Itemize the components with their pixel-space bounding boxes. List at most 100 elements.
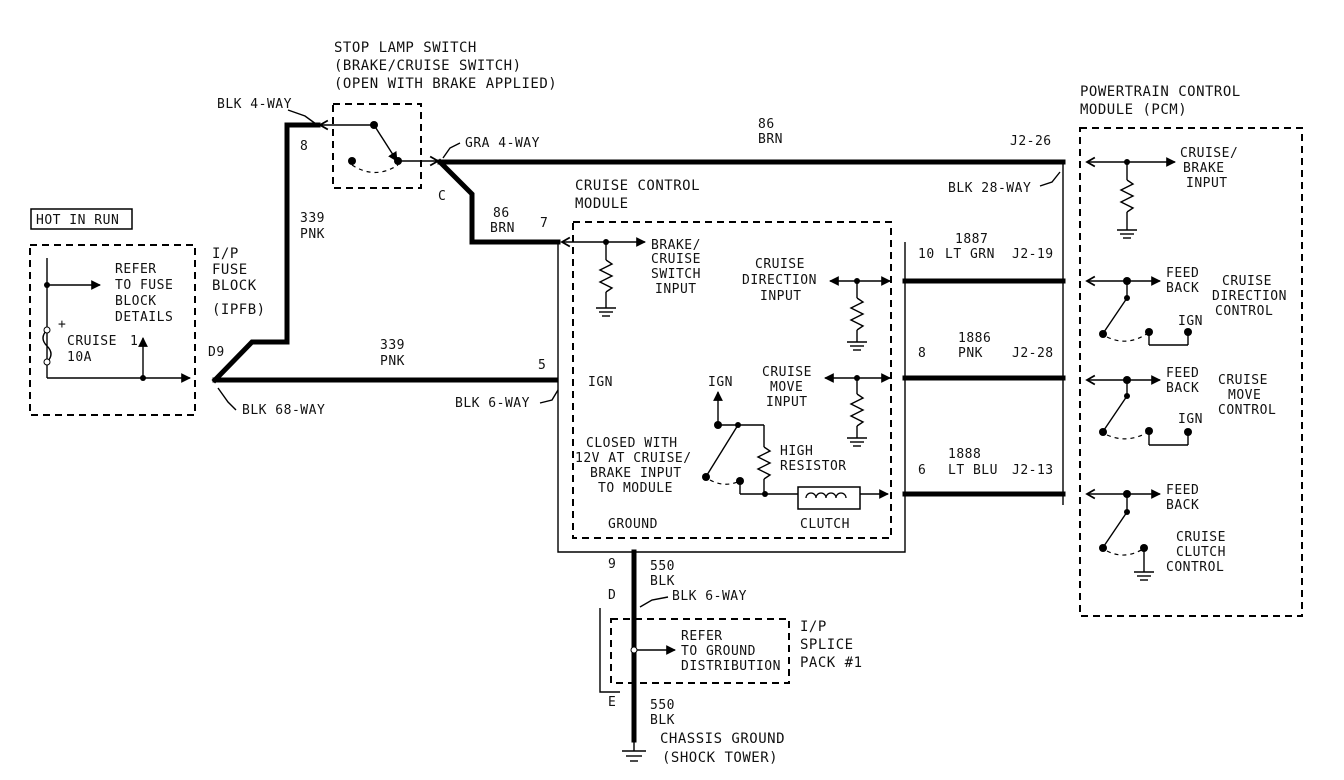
closed-with-line-1: CLOSED WITH	[586, 436, 678, 451]
pin-c: C	[438, 189, 446, 204]
pcm-feed-back-3a: FEED	[1166, 483, 1199, 498]
brake-input-line-3: SWITCH	[651, 267, 701, 282]
pin-10: 10	[918, 247, 935, 262]
ccm-title-1: CRUISE CONTROL	[575, 178, 700, 194]
wire-1887-color: LT GRN	[945, 247, 995, 262]
connector-blk-6-way-b: BLK 6-WAY	[672, 589, 747, 604]
ipfb-line-2: FUSE	[212, 262, 248, 278]
pcm-brake-input-1: CRUISE/	[1180, 146, 1238, 161]
ccm-ign-source: IGN	[708, 375, 733, 390]
wire-339-number-b: 339	[380, 338, 405, 353]
cruise-direction-input-3: INPUT	[760, 289, 802, 304]
pcm-ign-1: IGN	[1178, 314, 1203, 329]
wire-339-pnk-upper	[211, 122, 321, 384]
pcm-clutch-2: CLUTCH	[1176, 545, 1226, 560]
splice-pack-3: PACK #1	[800, 655, 863, 671]
fuse-refer-line-4: DETAILS	[115, 310, 173, 325]
closed-with-line-4: TO MODULE	[598, 481, 673, 496]
splice-refer-1: REFER	[681, 629, 723, 644]
wire-550-color-a: BLK	[650, 574, 675, 589]
splice-pack-outline	[610, 618, 790, 684]
fuse-number: 1	[130, 334, 138, 349]
ipfb-line-1: I/P	[212, 246, 239, 262]
ccm-inner-outline	[572, 221, 892, 539]
wire-1887-number: 1887	[955, 232, 988, 247]
high-resistor-line-2: RESISTOR	[780, 459, 847, 474]
clutch-label: CLUTCH	[800, 517, 850, 532]
pcm-clutch-3: CONTROL	[1166, 560, 1224, 575]
wire-86-color: BRN	[758, 132, 783, 147]
pcm-move-1: CRUISE	[1218, 373, 1268, 388]
clutch-coil	[797, 486, 861, 510]
pcm-feed-back-2b: BACK	[1166, 381, 1199, 396]
pcm-title-2: MODULE (PCM)	[1080, 102, 1187, 118]
connector-blk-4-way: BLK 4-WAY	[217, 97, 292, 112]
ipfb-section: I/P FUSE BLOCK (IPFB) D9 BLK 68-WAY	[208, 246, 325, 418]
brake-input-line-2: CRUISE	[651, 252, 701, 267]
pin-d: D	[608, 588, 616, 603]
wire-339-color: PNK	[300, 227, 325, 242]
fuse-rating: 10A	[67, 350, 92, 365]
brake-input-line-4: INPUT	[655, 282, 697, 297]
pcm-feed-back-3b: BACK	[1166, 498, 1199, 513]
stop-lamp-title-1: STOP LAMP SWITCH	[334, 40, 477, 56]
cruise-direction-input-2: DIRECTION	[742, 273, 817, 288]
wire-86-number: 86	[758, 117, 775, 132]
wire-1886-number: 1886	[958, 331, 991, 346]
closed-with-line-3: BRAKE INPUT	[590, 466, 682, 481]
connector-gra-4-way: GRA 4-WAY	[465, 136, 540, 151]
ccm-ground-label: GROUND	[608, 517, 658, 532]
pin-8b: 8	[918, 346, 926, 361]
connector-blk-28-way: BLK 28-WAY	[948, 181, 1031, 196]
pin-j2-13: J2-13	[1012, 463, 1054, 478]
brake-input-line-1: BRAKE/	[651, 238, 701, 253]
pin-j2-28: J2-28	[1012, 346, 1054, 361]
fuse-block-outline	[29, 244, 196, 416]
pcm-clutch-1: CRUISE	[1176, 530, 1226, 545]
pin-e: E	[608, 695, 616, 710]
pin-5: 5	[538, 358, 546, 373]
stop-lamp-switch: STOP LAMP SWITCH (BRAKE/CRUISE SWITCH) (…	[318, 40, 557, 189]
cruise-direction-input-1: CRUISE	[755, 257, 805, 272]
pcm-move-2: MOVE	[1228, 388, 1261, 403]
wire-339-color-b: PNK	[380, 354, 405, 369]
cruise-move-input-1: CRUISE	[762, 365, 812, 380]
cruise-control-module: CRUISE CONTROL MODULE BRAKE/ CRUISE SWIT…	[557, 178, 906, 553]
cruise-move-input-2: MOVE	[770, 380, 803, 395]
wire-1886-color: PNK	[958, 346, 983, 361]
pcm-feed-back-2a: FEED	[1166, 366, 1199, 381]
connector-blk-6-way-a: BLK 6-WAY	[455, 396, 530, 411]
wire-1888-number: 1888	[948, 447, 981, 462]
pcm-direction-3: CONTROL	[1215, 304, 1273, 319]
high-resistor-symbol	[756, 446, 772, 480]
wire-86-brn-to-ccm	[436, 158, 561, 245]
fuse-refer-line-2: TO FUSE	[115, 278, 173, 293]
stop-lamp-switch-outline	[332, 103, 422, 189]
fuse-refer-line-1: REFER	[115, 262, 157, 277]
splice-refer-3: DISTRIBUTION	[681, 659, 781, 674]
fuse-name: CRUISE	[67, 334, 117, 349]
wire-339-number: 339	[300, 211, 325, 226]
pin-6: 6	[918, 463, 926, 478]
fuse-symbol	[42, 329, 52, 363]
pcm-feed-back-1b: BACK	[1166, 281, 1199, 296]
chassis-ground-2: (SHOCK TOWER)	[662, 750, 778, 766]
pin-8: 8	[300, 139, 308, 154]
wire-1888-color: LT BLU	[948, 463, 998, 478]
wire-86-color-b: BRN	[490, 221, 515, 236]
closed-with-line-2: 12V AT CRUISE/	[575, 451, 692, 466]
stop-lamp-title-3: (OPEN WITH BRAKE APPLIED)	[334, 76, 557, 92]
ipfb-line-3: BLOCK	[212, 278, 257, 294]
ccm-ign-label: IGN	[588, 375, 613, 390]
pcm-title-1: POWERTRAIN CONTROL	[1080, 84, 1241, 100]
ipfb-line-4: (IPFB)	[212, 302, 266, 318]
cruise-move-input-3: INPUT	[766, 395, 808, 410]
stop-lamp-title-2: (BRAKE/CRUISE SWITCH)	[334, 58, 522, 74]
wire-550-number-a: 550	[650, 559, 675, 574]
chassis-ground-symbol	[622, 740, 646, 762]
wire-550-color-b: BLK	[650, 713, 675, 728]
ccm-title-2: MODULE	[575, 196, 629, 212]
splice-pack-1: I/P	[800, 619, 827, 635]
pin-7: 7	[540, 216, 548, 231]
pin-9: 9	[608, 557, 616, 572]
